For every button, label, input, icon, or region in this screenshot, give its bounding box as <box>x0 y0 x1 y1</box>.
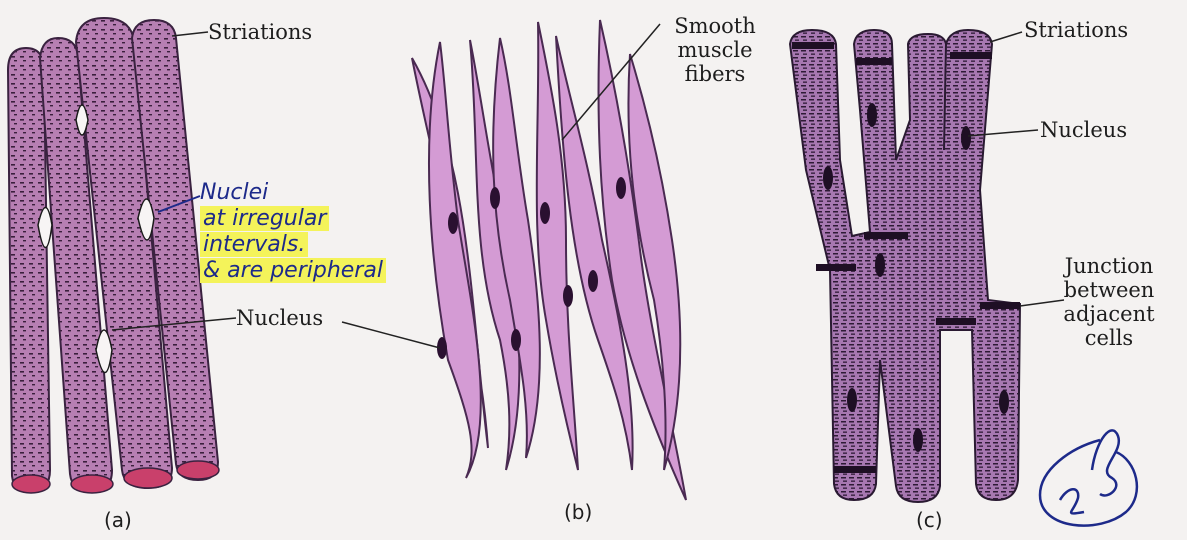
leader-line-striations-c <box>990 32 1022 42</box>
smooth-nucleus <box>563 285 573 307</box>
label-striations-a: Striations <box>208 20 312 44</box>
leader-line-nucleus-b <box>342 322 440 348</box>
intercalated-disc <box>980 302 1020 309</box>
intercalated-disc <box>834 466 876 473</box>
label-smooth-line3: fibers <box>660 62 770 86</box>
smooth-muscle-fibers <box>342 20 686 500</box>
cardiac-nucleus <box>913 428 923 452</box>
handwritten-line4: & are peripheral <box>200 258 386 284</box>
intercalated-disc <box>816 264 856 271</box>
smooth-nucleus <box>616 177 626 199</box>
caption-c: (c) <box>916 508 943 532</box>
handwritten-scribble <box>1040 430 1137 525</box>
handwritten-line2: at irregular <box>200 206 386 232</box>
cardiac-nucleus <box>867 103 877 127</box>
label-junction-line4: cells <box>1054 326 1164 350</box>
label-junction-line3: adjacent <box>1054 302 1164 326</box>
handwritten-line3-text: intervals. <box>200 232 308 257</box>
label-smooth-muscle-fibers: Smooth muscle fibers <box>660 14 770 86</box>
label-junction-line2: between <box>1054 278 1164 302</box>
label-nucleus-a: Nucleus <box>236 306 323 330</box>
smooth-fiber <box>537 22 578 470</box>
caption-b: (b) <box>564 500 592 524</box>
intercalated-disc <box>792 42 834 49</box>
smooth-nucleus <box>490 187 500 209</box>
label-smooth-line2: muscle <box>660 38 770 62</box>
smooth-nucleus <box>448 212 458 234</box>
intercalated-disc <box>856 58 892 65</box>
label-striations-c: Striations <box>1024 18 1128 42</box>
smooth-nucleus <box>511 329 521 351</box>
label-nucleus-c: Nucleus <box>1040 118 1127 142</box>
handwritten-line4-text: & are peripheral <box>200 258 386 283</box>
cardiac-nucleus <box>961 126 971 150</box>
smooth-nucleus <box>588 270 598 292</box>
intercalated-disc <box>864 232 908 239</box>
label-junction-between-cells: Junction between adjacent cells <box>1054 254 1164 350</box>
label-junction-line1: Junction <box>1054 254 1164 278</box>
intercalated-disc <box>950 52 992 59</box>
handwritten-line3: intervals. <box>200 232 386 258</box>
smooth-fiber <box>429 42 481 478</box>
handwritten-note: Nuclei at irregular intervals. & are per… <box>200 180 386 284</box>
cardiac-nucleus <box>999 390 1009 414</box>
cardiac-nucleus <box>875 253 885 277</box>
leader-line-striations-a <box>172 32 208 36</box>
handwritten-line2-text: at irregular <box>200 206 329 231</box>
smooth-nucleus <box>540 202 550 224</box>
label-smooth-line1: Smooth <box>660 14 770 38</box>
handwritten-line1: Nuclei <box>200 180 386 206</box>
caption-a: (a) <box>104 508 132 532</box>
intercalated-disc <box>936 318 976 325</box>
cardiac-nucleus <box>847 388 857 412</box>
cardiac-nucleus <box>823 166 833 190</box>
